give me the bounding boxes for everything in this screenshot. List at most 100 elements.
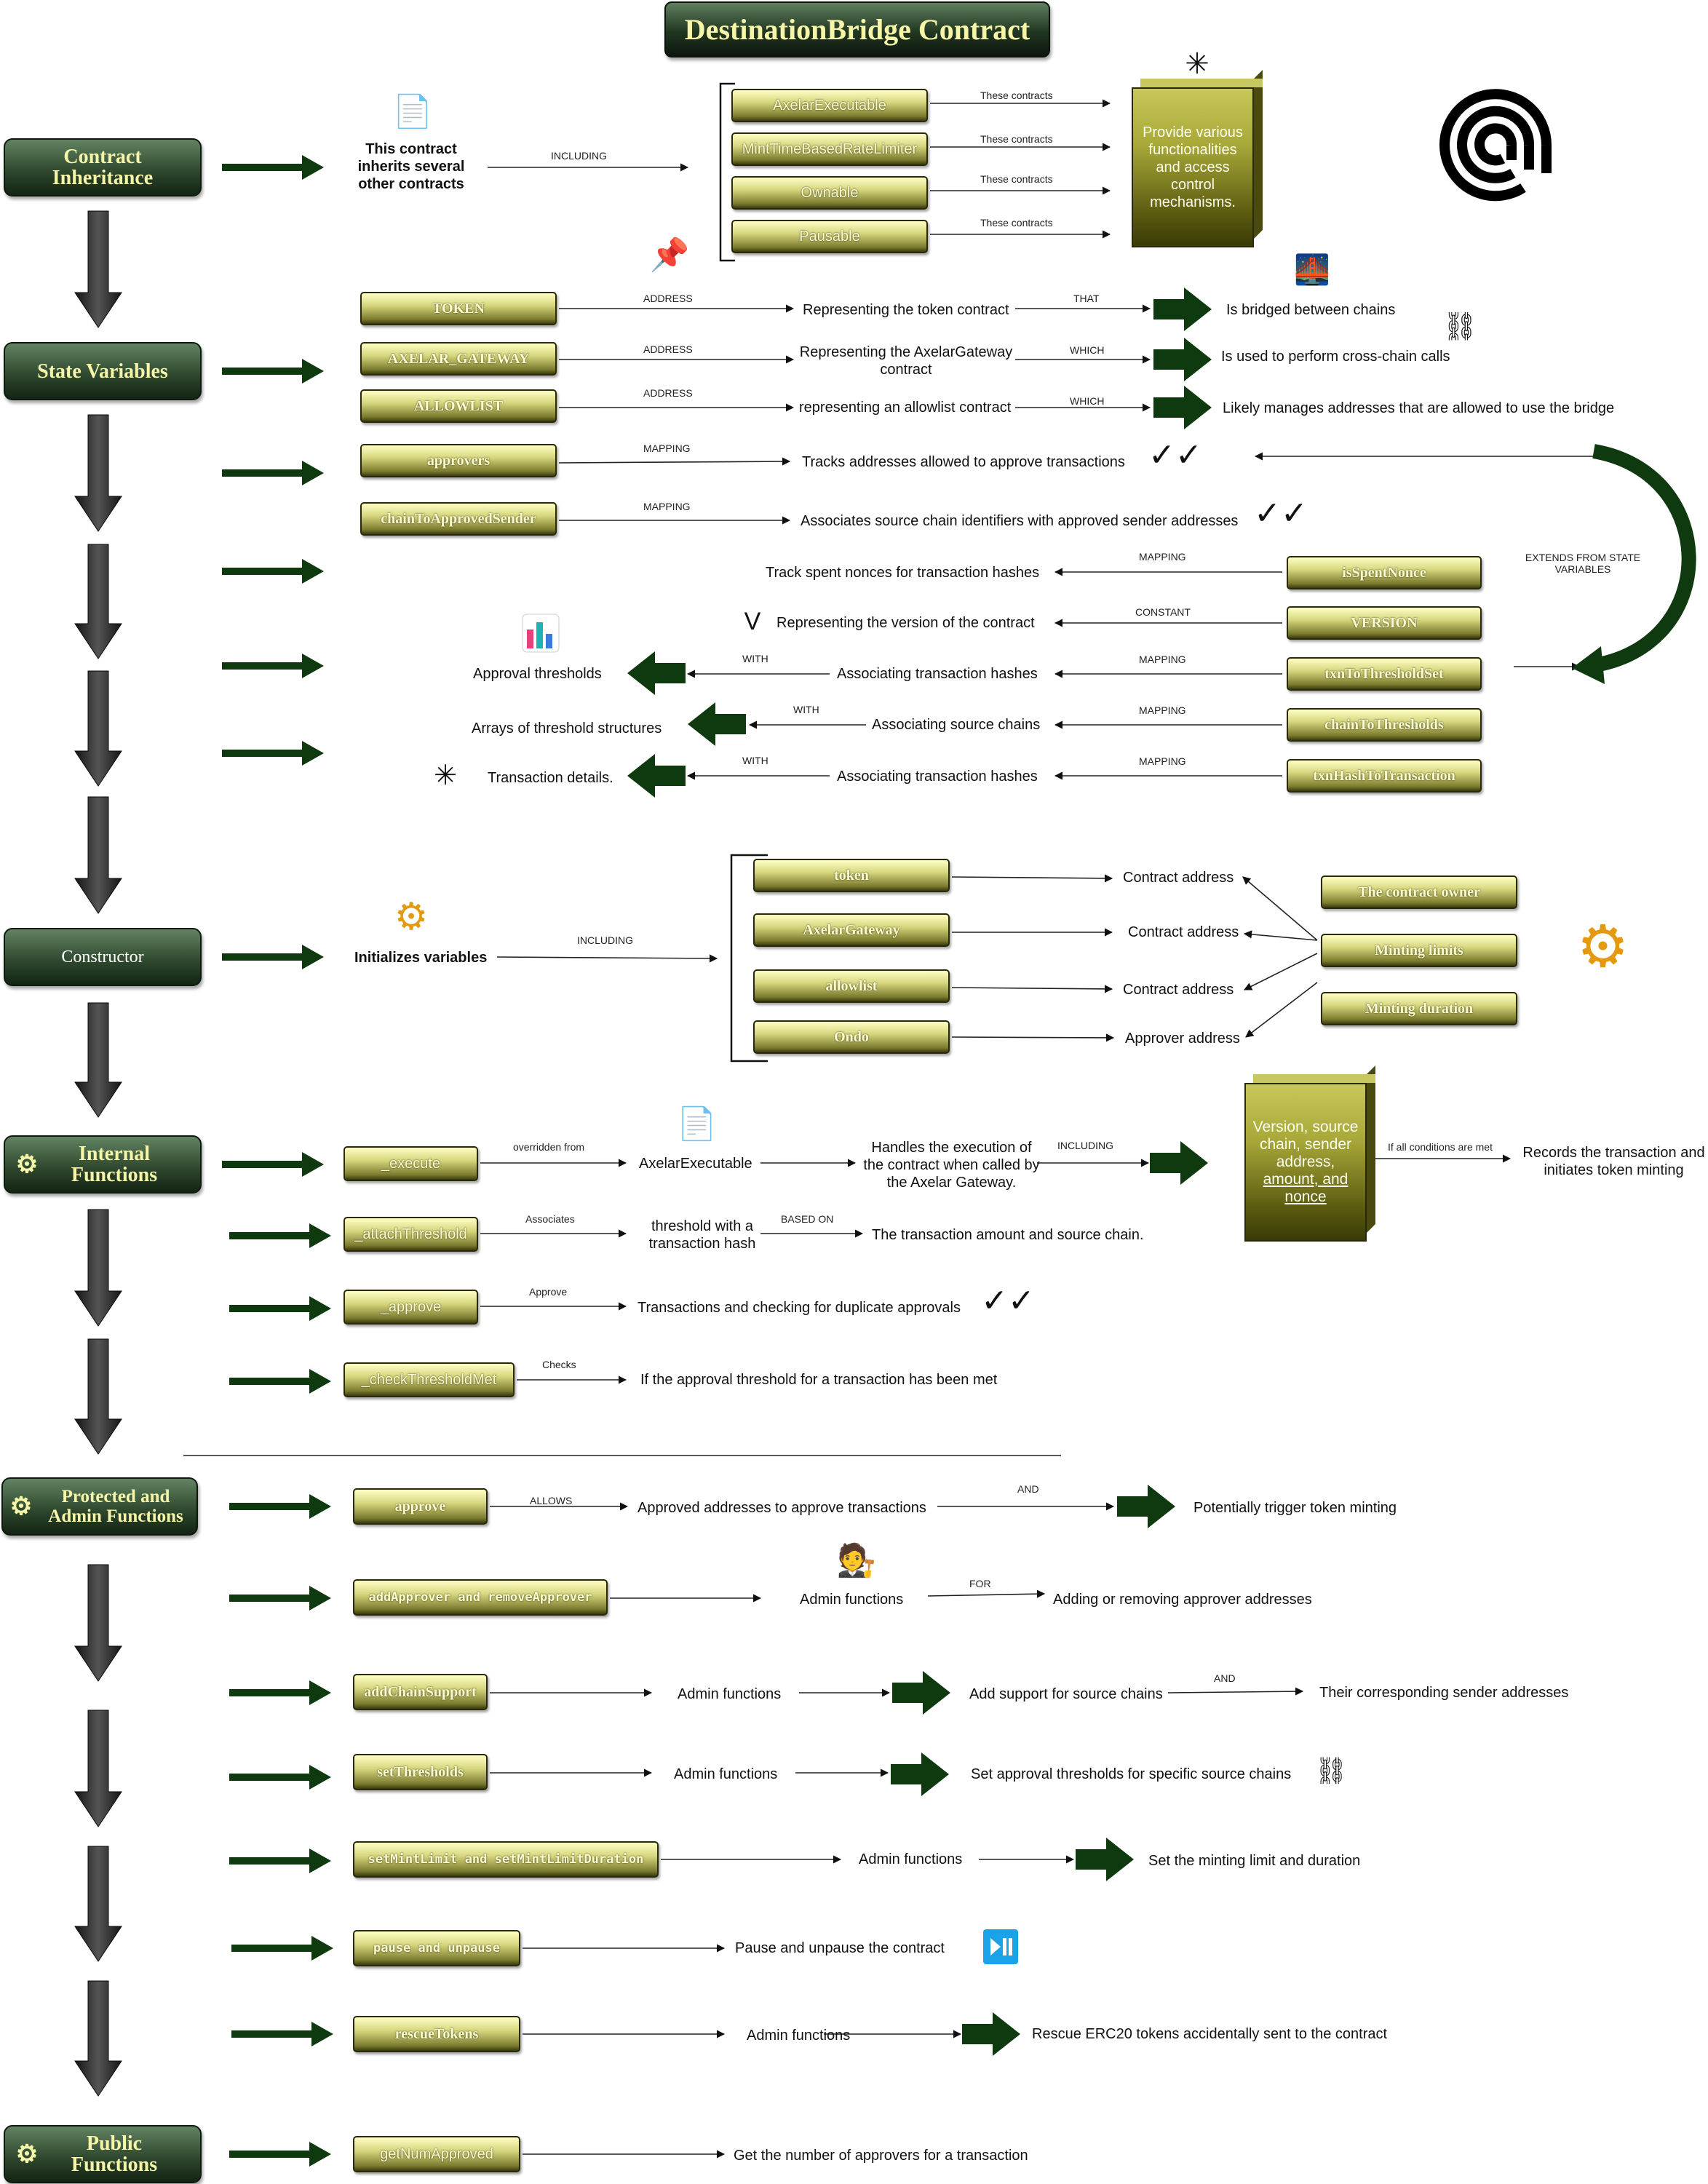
admin-result-approve: Potentially trigger token minting [1193, 1500, 1397, 1516]
section-label: Public Functions [71, 2132, 158, 2176]
ctor-param-axelargateway[interactable]: AxelarGateway [753, 913, 950, 947]
admin-fn-pause-unpause[interactable]: pause and unpause [353, 1930, 520, 1966]
edge-label: ADDRESS [643, 387, 693, 399]
admin-result-setthresholds: Set approval thresholds for specific sou… [971, 1766, 1292, 1782]
section-public-functions[interactable]: ⚙ Public Functions [4, 2125, 202, 2183]
state-var-axelar-gateway[interactable]: AXELAR_GATEWAY [360, 342, 557, 376]
edge-label: Checks [542, 1359, 576, 1370]
play-pause-icon[interactable] [982, 1929, 1019, 1965]
cube-link-text[interactable]: amount, and nonce [1263, 1171, 1348, 1205]
state-var-txnhashtotransaction[interactable]: txnHashToTransaction [1287, 759, 1482, 793]
block-arrow [1153, 386, 1212, 429]
connector [951, 985, 1113, 993]
inheritance-result-cube: Provide various functionalities and acce… [1132, 70, 1263, 247]
admin-fn-addapprover-removeapprover[interactable]: addApprover and removeApprover [353, 1579, 608, 1616]
state-var-version[interactable]: VERSION [1287, 606, 1482, 640]
constructor-bracket [730, 854, 768, 1063]
cube-content: Version, source chain, sender address, a… [1244, 1083, 1367, 1242]
edge-label: MAPPING [1139, 654, 1186, 665]
state-var-approvers[interactable]: approvers [360, 444, 557, 477]
ctor-setting-minting-duration[interactable]: Minting duration [1321, 992, 1517, 1025]
admin-desc-setthresholds: Admin functions [674, 1766, 778, 1782]
ctor-param-desc: Contract address [1123, 870, 1234, 886]
admin-desc-approve: Approved addresses to approve transactio… [637, 1500, 926, 1516]
document-icon: 📄 [392, 93, 433, 130]
admin-fn-approve[interactable]: approve [353, 1488, 488, 1525]
state-var-allowlist[interactable]: ALLOWLIST [360, 389, 557, 423]
state-var-chaintoapprovedsender[interactable]: chainToApprovedSender [360, 502, 557, 536]
flow-arrow-down [74, 544, 122, 659]
block-arrow [962, 2012, 1020, 2056]
internal-target-threshold: threshold with a transaction hash [648, 1218, 756, 1252]
connector [927, 1589, 1046, 1598]
cube-text: Version, source chain, sender address, [1252, 1119, 1359, 1170]
admin-result-setmintlimit: Set the minting limit and duration [1148, 1853, 1361, 1869]
connector [1167, 1687, 1304, 1696]
inherit-minttimebasedratelimiter[interactable]: MintTimeBasedRateLimiter [731, 132, 928, 166]
ctor-setting-owner[interactable]: The contract owner [1321, 875, 1517, 909]
section-internal-functions[interactable]: ⚙ Internal Functions [4, 1135, 202, 1194]
state-var-isspentnonce[interactable]: isSpentNonce [1287, 556, 1482, 589]
ctor-param-desc: Contract address [1123, 982, 1234, 998]
state-var-token[interactable]: TOKEN [360, 292, 557, 325]
edge-label: THAT [1073, 293, 1100, 304]
inherit-ownable[interactable]: Ownable [731, 176, 928, 210]
state-desc-version: Representing the version of the contract [776, 615, 1035, 631]
edge-label: MAPPING [643, 442, 691, 454]
ctor-param-token[interactable]: token [753, 859, 950, 892]
flow-arrow-down [74, 1980, 122, 2097]
connector [558, 457, 791, 466]
internal-result-execute: Records the transaction and initiates to… [1522, 1145, 1705, 1178]
v-glyph-icon: V [744, 607, 761, 635]
internal-fn-approve[interactable]: _approve [343, 1290, 478, 1325]
ctor-param-allowlist[interactable]: allowlist [753, 969, 950, 1003]
double-check-icon: ✓✓ [981, 1282, 1035, 1319]
block-arrow [688, 702, 746, 746]
inherit-pausable[interactable]: Pausable [731, 220, 928, 253]
admin-result2-addchainsupport: Their corresponding sender addresses [1319, 1685, 1569, 1701]
flow-arrow-down [74, 210, 122, 328]
admin-fn-setmintlimit[interactable]: setMintLimit and setMintLimitDuration [353, 1841, 659, 1878]
section-protected-admin-functions[interactable]: ⚙ Protected and Admin Functions [1, 1477, 198, 1536]
gear-icon: ⚙ [394, 896, 429, 938]
section-contract-inheritance[interactable]: Contract Inheritance [4, 138, 202, 196]
connector [1245, 982, 1318, 1038]
admin-fn-rescuetokens[interactable]: rescueTokens [353, 2016, 520, 2052]
ctor-param-ondo[interactable]: Ondo [753, 1020, 950, 1054]
document-icon: 📄 [677, 1106, 717, 1142]
edge-label: WHICH [1070, 395, 1105, 407]
edge-label: These contracts [980, 217, 1053, 229]
state-desc-isspentnonce: Track spent nonces for transaction hashe… [766, 565, 1040, 581]
state-result-allowlist: Likely manages addresses that are allowe… [1223, 400, 1615, 416]
inherit-axelarexecutable[interactable]: AxelarExecutable [731, 89, 928, 122]
edge-label: INCLUDING [1057, 1140, 1114, 1151]
internal-fn-checkthresholdmet[interactable]: _checkThresholdMet [343, 1362, 515, 1397]
block-arrow [627, 754, 686, 798]
block-arrow [627, 651, 686, 695]
flow-arrow-down [74, 1338, 122, 1455]
admin-fn-setthresholds[interactable]: setThresholds [353, 1754, 488, 1790]
block-arrow [1153, 338, 1212, 381]
section-label: Contract Inheritance [52, 146, 154, 189]
section-state-variables[interactable]: State Variables [4, 342, 202, 400]
section-label: State Variables [37, 360, 168, 383]
extends-curve-arrow [1589, 444, 1696, 673]
section-constructor[interactable]: Constructor [4, 928, 202, 986]
state-desc-chaintothresholds: Associating source chains [872, 717, 1041, 733]
edge-label-including: INCLUDING [551, 150, 608, 162]
state-var-txntothresholdset[interactable]: txnToThresholdSet [1287, 657, 1482, 691]
public-fn-getnumapproved[interactable]: getNumApproved [353, 2136, 520, 2172]
admin-result-rescuetokens: Rescue ERC20 tokens accidentally sent to… [1032, 2026, 1388, 2042]
internal-target-axelarexecutable: AxelarExecutable [639, 1156, 752, 1172]
state-var-chaintothresholds[interactable]: chainToThresholds [1287, 708, 1482, 742]
edge-label-including: INCLUDING [577, 934, 634, 946]
internal-fn-execute[interactable]: _execute [343, 1146, 478, 1181]
ctor-setting-minting-limits[interactable]: Minting limits [1321, 934, 1517, 967]
admin-fn-addchainsupport[interactable]: addChainSupport [353, 1674, 488, 1710]
internal-desc-attachthreshold: The transaction amount and source chain. [872, 1227, 1144, 1243]
internal-fn-attachthreshold[interactable]: _attachThreshold [343, 1217, 478, 1252]
axelar-logo-icon [1430, 79, 1561, 210]
ctor-param-desc: Approver address [1125, 1031, 1240, 1047]
inheritance-description: This contract inherits several other con… [357, 141, 465, 192]
edge-label: ALLOWS [530, 1495, 573, 1506]
